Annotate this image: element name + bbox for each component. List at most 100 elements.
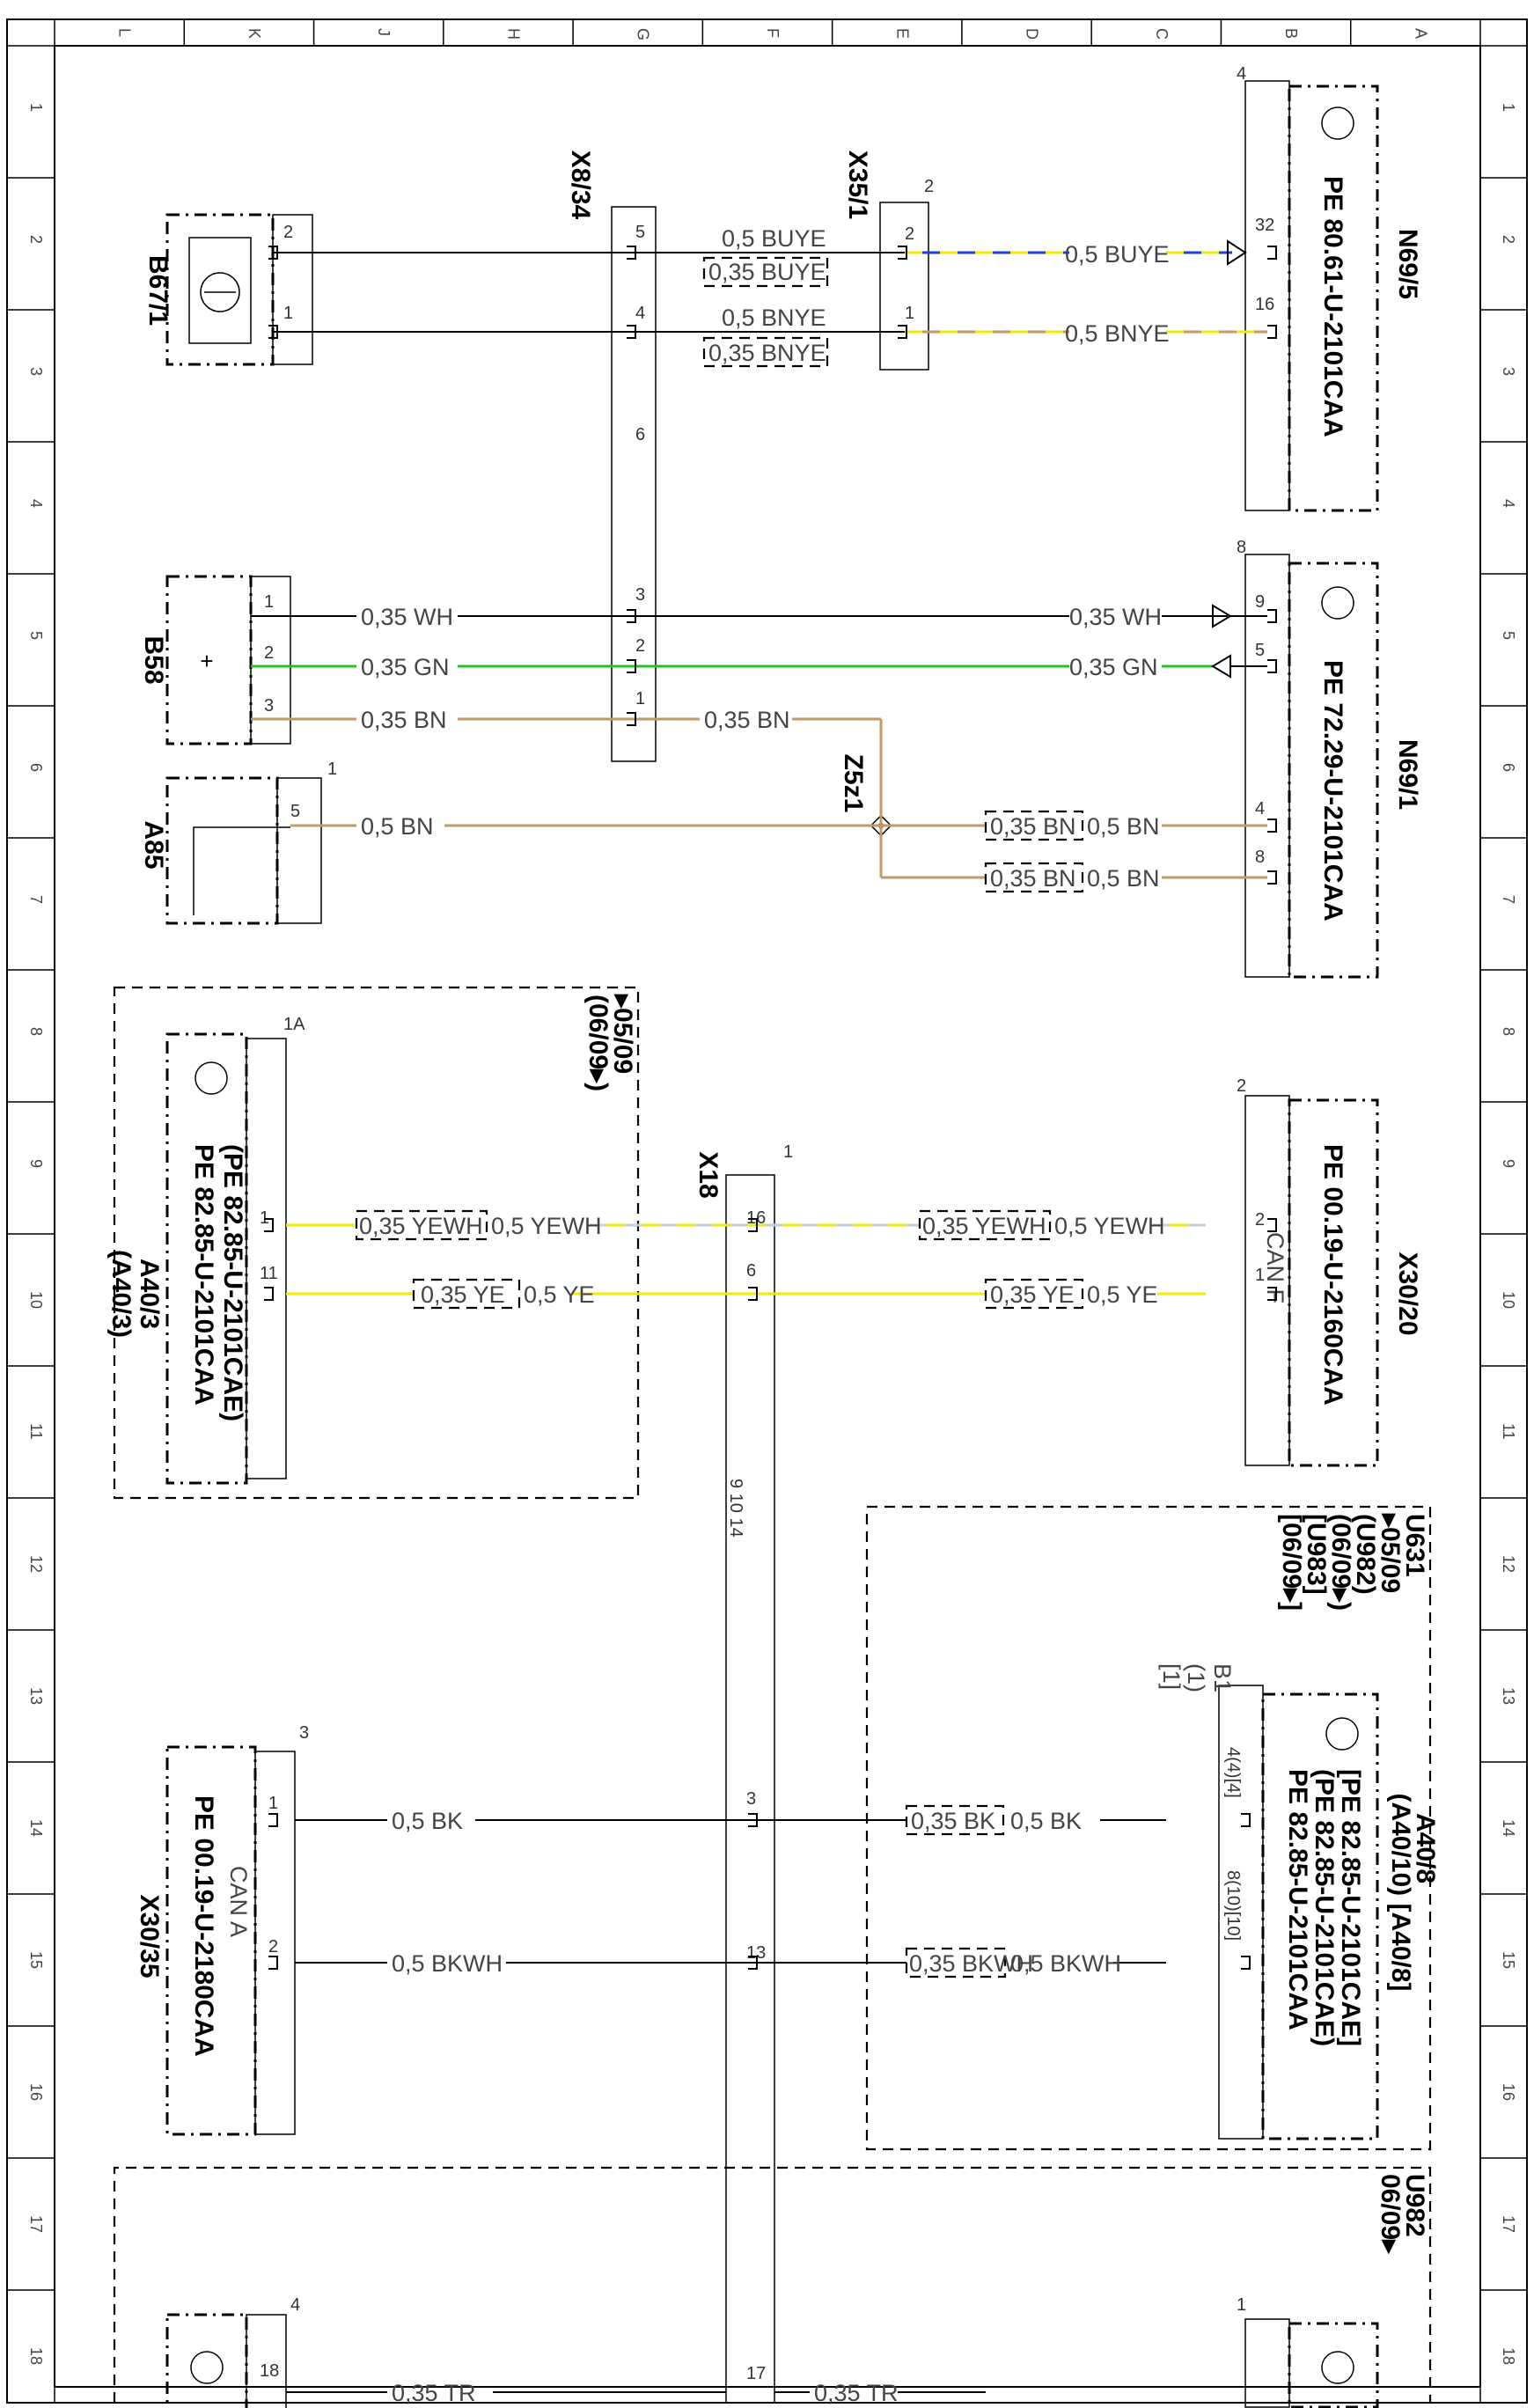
svg-text:2: 2 <box>1237 1076 1246 1096</box>
svg-text:0,35 YEWH: 0,35 YEWH <box>922 1213 1046 1239</box>
grid-row-label: 18 <box>1500 2347 1517 2365</box>
svg-text:0,35 WH: 0,35 WH <box>1069 604 1162 630</box>
grid-col-label: B <box>1282 28 1300 39</box>
svg-text:PE 82.85-U-2101CAA: PE 82.85-U-2101CAA <box>1283 1769 1312 2030</box>
svg-text:0,35 BN: 0,35 BN <box>704 707 790 733</box>
grid-col-label: D <box>1024 28 1041 40</box>
svg-text:(PE 82.85-U-2101CAE): (PE 82.85-U-2101CAE) <box>218 1144 247 1421</box>
splice-z5z1: Z5z1 <box>839 754 892 837</box>
label-a40-3: A40/3 <box>135 1259 164 1329</box>
svg-text:(U982): (U982) <box>1351 1514 1380 1595</box>
svg-text:5: 5 <box>635 223 645 242</box>
grid-row-label: 7 <box>1500 895 1517 904</box>
grid-col-label: G <box>635 28 652 40</box>
component-a40-8: PE 82.85-U-2101CAA (PE 82.85-U-2101CAE) … <box>865 1505 1440 2151</box>
svg-text:2: 2 <box>1255 1210 1265 1230</box>
wires <box>251 239 1267 2393</box>
svg-text:4(4)[4]: 4(4)[4] <box>1223 1747 1243 1798</box>
svg-text:5: 5 <box>290 802 300 821</box>
svg-text:0,35 BUYE: 0,35 BUYE <box>708 259 826 285</box>
svg-text:(1): (1) <box>1183 1663 1209 1692</box>
svg-text:32: 32 <box>1255 216 1274 235</box>
svg-text:U631: U631 <box>1400 1514 1429 1577</box>
svg-text:(06/09▸): (06/09▸) <box>584 995 613 1091</box>
svg-text:13: 13 <box>746 1943 766 1963</box>
svg-text:1: 1 <box>905 304 914 323</box>
svg-text:0,35 YE: 0,35 YE <box>990 1281 1075 1308</box>
svg-text:(A40/10) [A40/8]: (A40/10) [A40/8] <box>1386 1793 1415 1991</box>
grid-row-label: 2 <box>27 235 45 244</box>
grid-row-label: 3 <box>27 367 45 376</box>
svg-text:06/09▸: 06/09▸ <box>1376 2174 1405 2255</box>
grid-row-label: 4 <box>27 499 45 508</box>
svg-text:9: 9 <box>1255 592 1265 612</box>
label-b67-1: B67/1 <box>143 255 172 326</box>
svg-text:PE 00.19-U-2160CAA: PE 00.19-U-2160CAA <box>1318 1144 1347 1406</box>
grid-row-label: 6 <box>1500 763 1517 772</box>
grid-row-label: 9 <box>1500 1159 1517 1168</box>
connector-x18: X18 1 16 6 9 10 14 3 13 17 <box>694 1142 793 2404</box>
svg-text:5: 5 <box>1255 641 1265 660</box>
svg-text:0,5 YE: 0,5 YE <box>1087 1281 1158 1308</box>
svg-text:4: 4 <box>1237 64 1246 84</box>
grid-row-label: 1 <box>27 103 45 112</box>
svg-text:U982: U982 <box>1400 2174 1429 2237</box>
grid-row-label: 3 <box>1500 367 1517 376</box>
svg-text:1: 1 <box>783 1142 793 1162</box>
svg-text:0,35 BN: 0,35 BN <box>990 813 1076 840</box>
svg-text:1: 1 <box>283 304 293 323</box>
grid-row-label: 16 <box>1500 2083 1517 2101</box>
grid-row-label: 13 <box>27 1687 45 1705</box>
svg-text:0,35 GN: 0,35 GN <box>361 654 450 680</box>
grid-row-label: 16 <box>27 2083 45 2101</box>
svg-text:0,35 WH: 0,35 WH <box>361 604 453 630</box>
svg-text:0,35 BK: 0,35 BK <box>911 1808 995 1834</box>
svg-text:4: 4 <box>635 304 645 323</box>
grid-row-label: 14 <box>1500 1819 1517 1837</box>
grid-col-label: J <box>375 28 393 36</box>
svg-text:0,5 BN: 0,5 BN <box>1087 813 1160 840</box>
svg-text:0,5 BUYE: 0,5 BUYE <box>722 225 826 252</box>
svg-text:0,5 YEWH: 0,5 YEWH <box>1054 1213 1165 1239</box>
svg-text:1: 1 <box>1237 2295 1246 2315</box>
svg-text:▸05/09: ▸05/09 <box>1376 1513 1405 1593</box>
svg-text:0,5 BN: 0,5 BN <box>1087 865 1160 892</box>
svg-text:2: 2 <box>905 224 914 244</box>
svg-text:2: 2 <box>268 1937 278 1956</box>
grid-row-label: 11 <box>27 1423 45 1440</box>
svg-text:0,5 BNYE: 0,5 BNYE <box>1065 320 1170 347</box>
svg-text:8: 8 <box>1255 848 1265 867</box>
component-n69-5: PE 80.61-U-2101CAA N69/5 4 32 16 <box>1237 64 1422 512</box>
n69-1-pe: PE 72.29-U-2101CAA <box>1318 660 1347 921</box>
svg-text:0,35 YEWH: 0,35 YEWH <box>359 1213 483 1239</box>
svg-text:11: 11 <box>260 1264 278 1283</box>
svg-text:4: 4 <box>1255 799 1265 819</box>
component-x30-35: PE 00.19-U-2180CAA CAN A X30/35 3 1 2 <box>135 1723 309 2136</box>
grid-row-label: 11 <box>1500 1423 1517 1440</box>
svg-text:0,5 YE: 0,5 YE <box>524 1281 595 1308</box>
grid-col-label: C <box>1153 28 1171 40</box>
svg-text:1: 1 <box>635 689 645 708</box>
svg-text:PE 82.85-U-2101CAA: PE 82.85-U-2101CAA <box>189 1144 218 1406</box>
svg-text:4: 4 <box>290 2295 300 2315</box>
svg-text:2: 2 <box>283 223 293 242</box>
label-z5z1: Z5z1 <box>839 754 868 813</box>
svg-text:(PE 82.85-U-2101CAE): (PE 82.85-U-2101CAE) <box>1310 1769 1339 2046</box>
component-b58: + B58 1 2 3 <box>139 575 291 745</box>
grid-row-label: 8 <box>1500 1027 1517 1036</box>
grid-col-label: H <box>504 28 522 40</box>
grid-row-label: 17 <box>1500 2215 1517 2233</box>
svg-text:0,5 BN: 0,5 BN <box>361 813 434 840</box>
svg-text:18: 18 <box>260 2361 279 2381</box>
grid-row-label: 17 <box>27 2215 45 2233</box>
grid-row-label: 2 <box>1500 235 1517 244</box>
svg-text:6: 6 <box>746 1261 756 1281</box>
svg-text:2: 2 <box>924 177 934 196</box>
grid-col-label: L <box>116 28 134 37</box>
component-a40-3: PE 82.85-U-2101CAA (PE 82.85-U-2101CAE) … <box>106 986 640 1500</box>
grid-col-label: A <box>1412 28 1429 39</box>
label-b58: B58 <box>139 635 168 684</box>
svg-text:▸05/09: ▸05/09 <box>608 994 637 1074</box>
svg-text:[06/09▸]: [06/09▸] <box>1277 1514 1306 1611</box>
